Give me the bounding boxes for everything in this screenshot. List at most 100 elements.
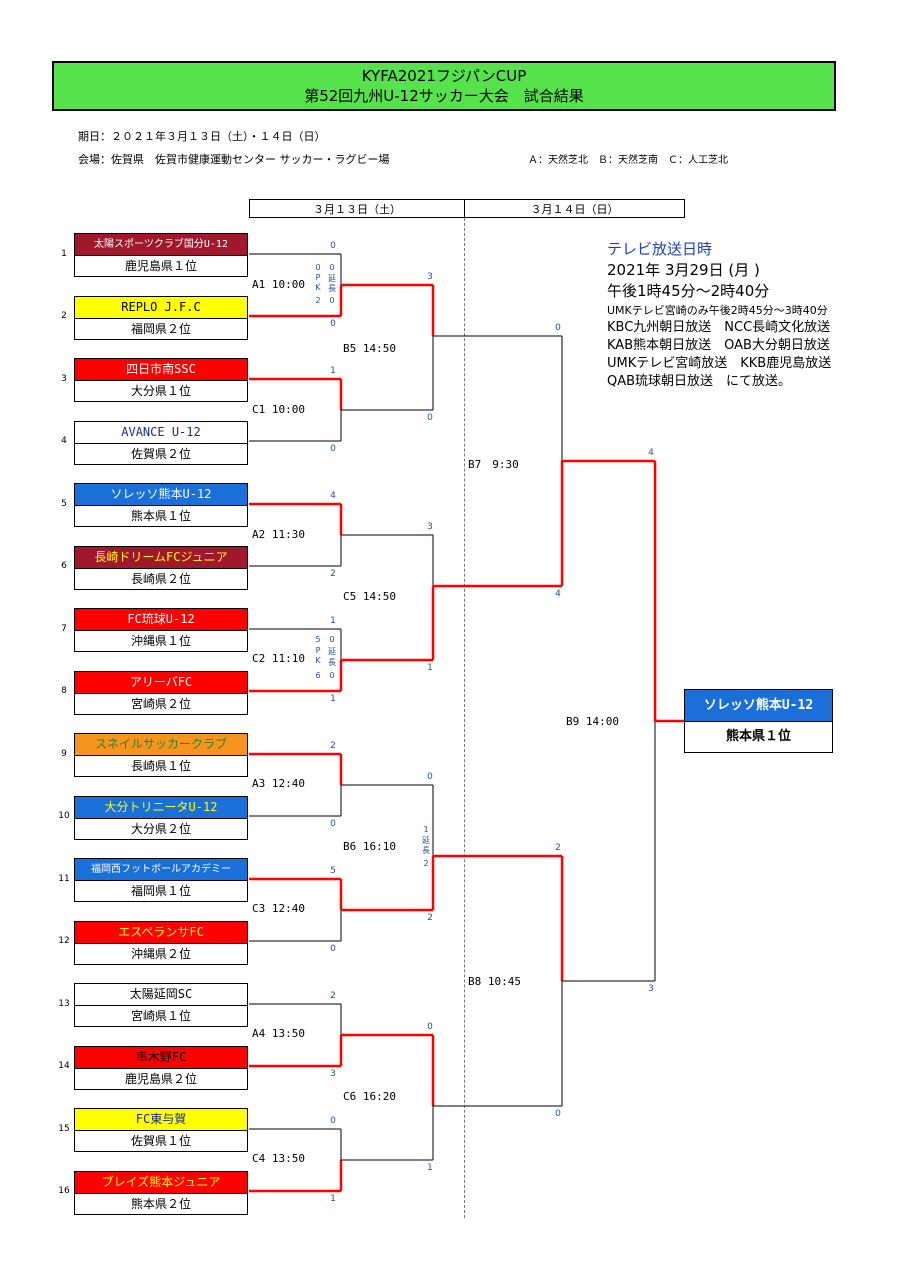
seed-number: 16 [58, 1186, 70, 1196]
seed-number: 5 [61, 499, 67, 509]
team-name: ブレイズ熊本ジュニア [75, 1172, 247, 1194]
score: 0 [330, 819, 336, 829]
team-prefecture: 長崎県１位 [75, 756, 247, 776]
tv-heading: テレビ放送日時 [607, 240, 713, 258]
seed-number: 11 [58, 874, 70, 884]
team-name: 長崎ドリームFCジュニア [75, 547, 247, 569]
team-box: 福岡西フットボールアカデミー福岡県１位 [74, 858, 248, 902]
match-label: C3 12:40 [252, 902, 305, 915]
team-prefecture: 宮崎県２位 [75, 694, 247, 714]
score: 2 [330, 741, 336, 751]
tv-station-line: KBC九州朝日放送 NCC長崎文化放送 [607, 320, 831, 335]
day-divider [464, 218, 465, 1218]
a1-pk-p: P [315, 273, 321, 282]
match-label: C6 16:20 [343, 1090, 396, 1103]
score: 1 [330, 366, 336, 376]
c2-et-cho: 長 [328, 658, 336, 667]
venue-info: 会場：佐賀県 佐賀市健康運動センター サッカー・ラグビー場 [78, 153, 390, 166]
score: 3 [427, 522, 433, 532]
score: 2 [330, 991, 336, 1001]
seed-number: 14 [58, 1061, 70, 1071]
team-prefecture: 熊本県１位 [75, 506, 247, 526]
team-prefecture: 熊本県２位 [75, 1194, 247, 1214]
b6-et-bottom: 2 [423, 859, 429, 868]
score: 3 [648, 984, 654, 994]
seed-number: 2 [61, 311, 67, 321]
score: 4 [330, 491, 336, 501]
match-label: A1 10:00 [252, 278, 305, 291]
b6-et-en: 延 [422, 836, 430, 845]
seed-number: 13 [58, 999, 70, 1009]
seed-number: 15 [58, 1124, 70, 1134]
team-name: FC東与賀 [75, 1109, 247, 1131]
score: 2 [330, 569, 336, 579]
team-prefecture: 福岡県２位 [75, 319, 247, 339]
title-banner: KYFA2021フジパンCUP 第52回九州U-12サッカー大会 試合結果 [52, 61, 836, 111]
team-prefecture: 鹿児島県１位 [75, 256, 247, 276]
tv-station-line: QAB琉球朝日放送 にて放送。 [607, 374, 792, 389]
seed-number: 1 [61, 249, 67, 259]
team-box: 長崎ドリームFCジュニア長崎県２位 [74, 546, 248, 590]
day2-header: ３月１４日（日） [464, 199, 685, 218]
score: 2 [555, 843, 561, 853]
team-name: スネイルサッカークラブ [75, 734, 247, 756]
tv-note: UMKテレビ宮崎のみ午後2時45分〜3時40分 [607, 304, 828, 317]
team-name: エスペランサFC [75, 922, 247, 944]
score: 0 [427, 1022, 433, 1032]
score: 0 [555, 1109, 561, 1119]
tv-broadcast-info: テレビ放送日時 2021年 3月29日 (月 ) 午後1時45分〜2時40分 U… [607, 238, 831, 391]
c2-pk-right: 6 [315, 671, 321, 680]
score: 1 [330, 1194, 336, 1204]
team-prefecture: 福岡県１位 [75, 881, 247, 901]
match-label: B7 9:30 [468, 458, 519, 471]
team-box: スネイルサッカークラブ長崎県１位 [74, 733, 248, 777]
tournament-subtitle: 第52回九州U-12サッカー大会 試合結果 [304, 87, 584, 105]
a1-pk-left: 0 [315, 263, 321, 272]
score: 0 [427, 772, 433, 782]
match-label: C4 13:50 [252, 1152, 305, 1165]
score: 0 [330, 944, 336, 954]
team-name: 串木野FC [75, 1047, 247, 1069]
seed-number: 9 [61, 749, 67, 759]
score: 0 [330, 241, 336, 251]
tv-date: 2021年 3月29日 (月 ) [607, 261, 760, 279]
score: 0 [330, 444, 336, 454]
score: 3 [427, 272, 433, 282]
team-name: 太陽スポーツクラブ国分U-12 [75, 234, 247, 256]
c2-pk-k: K [315, 656, 321, 665]
team-name: REPLO J.F.C [75, 297, 247, 319]
score: 0 [330, 1116, 336, 1126]
c2-et-en: 延 [328, 647, 336, 656]
champion-box: ソレッソ熊本U-12 熊本県１位 [684, 689, 833, 753]
team-prefecture: 佐賀県１位 [75, 1131, 247, 1151]
match-label: B8 10:45 [468, 975, 521, 988]
team-name: 太陽延岡SC [75, 984, 247, 1006]
a1-pk-right: 2 [315, 296, 321, 305]
match-label: B6 16:10 [343, 840, 396, 853]
score: 0 [555, 323, 561, 333]
team-prefecture: 大分県２位 [75, 819, 247, 839]
c2-pk-left: 5 [315, 635, 321, 644]
team-box: FC東与賀佐賀県１位 [74, 1108, 248, 1152]
score: 1 [427, 663, 433, 673]
score: 1 [330, 616, 336, 626]
team-prefecture: 大分県１位 [75, 381, 247, 401]
tournament-title: KYFA2021フジパンCUP [361, 67, 527, 85]
a1-et-en: 延 [328, 274, 336, 283]
match-label: B5 14:50 [343, 342, 396, 355]
team-name: FC琉球U-12 [75, 609, 247, 631]
match-label: A2 11:30 [252, 528, 305, 541]
score: 0 [330, 319, 336, 329]
seed-number: 7 [61, 624, 67, 634]
a1-et-bottom: 0 [329, 296, 335, 305]
